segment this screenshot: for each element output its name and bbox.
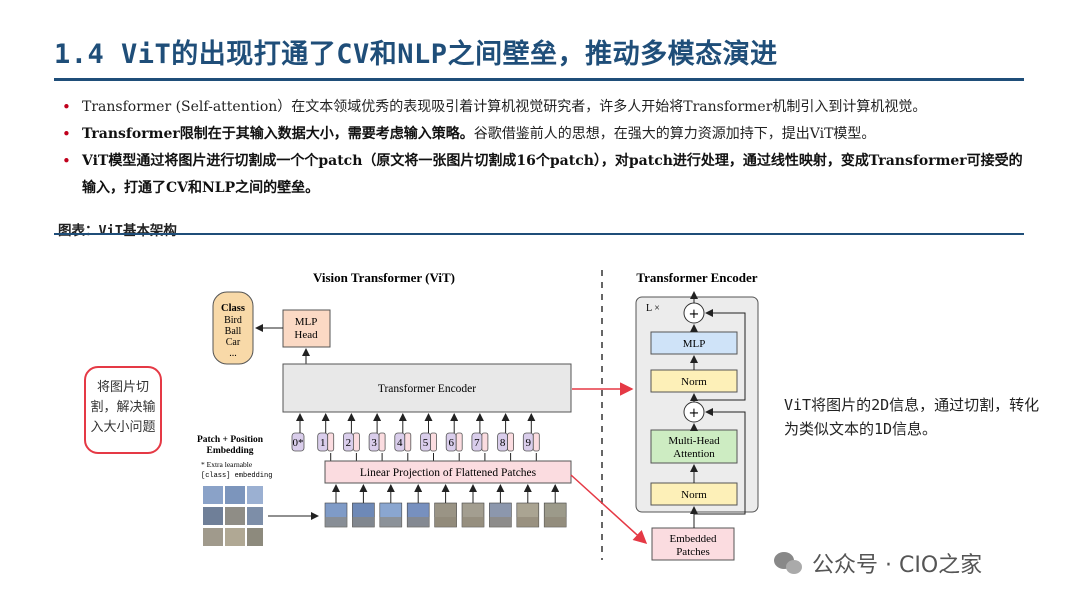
token-label: 7: [474, 437, 480, 449]
bullet-bold-text: Transformer限制在于其输入数据大小，需要考虑输入策略。: [82, 126, 474, 142]
encoder-title: Transformer Encoder: [636, 270, 757, 285]
position-token: [291, 432, 305, 452]
patch-embedding-label: Embedding: [207, 446, 254, 456]
patch-embedding-token: [532, 432, 540, 452]
bullet-dot-icon: •: [62, 98, 71, 116]
transformer-encoder-box: [282, 363, 572, 413]
note-box: 将图片切割，解决输入大小问题: [84, 366, 162, 454]
encoder-attention-label: Multi-Head: [668, 435, 720, 447]
token-label: 9: [526, 437, 532, 449]
bullet-item: • Transformer限制在于其输入数据大小，需要考虑输入策略。谷歌借鉴前人…: [58, 121, 1028, 148]
mlp-head-label: Head: [294, 329, 318, 341]
plus-label: +: [689, 307, 700, 322]
image-patch-ground: [434, 517, 457, 527]
patch-embedding-token: [430, 432, 437, 452]
token-label: 1: [320, 437, 326, 449]
token-label: 2: [346, 437, 352, 449]
vit-title: Vision Transformer (ViT): [313, 270, 455, 285]
image-patch-ground: [352, 517, 375, 527]
encoder-norm-label: Norm: [681, 489, 707, 501]
image-grid: [203, 486, 263, 546]
bullet-list: • Transformer (Self-attention）在文本领域优秀的表现…: [58, 94, 1028, 202]
patch-embedding-token: [404, 432, 412, 452]
image-patch-ground: [544, 517, 567, 527]
patch-embedding-token: [481, 432, 489, 452]
image-patch-ground: [379, 517, 402, 527]
patch-embedding-token: [352, 432, 360, 452]
extra-learnable-note: * Extra learnable: [201, 460, 253, 469]
embedded-patches-label: Embedded: [669, 533, 717, 545]
residual-line: [694, 309, 746, 401]
image-patch-ground: [489, 517, 512, 527]
embedded-patches-label: Patches: [676, 546, 710, 558]
token-label: 5: [423, 437, 429, 449]
plus-label: +: [689, 406, 700, 421]
class-label: Class: [221, 303, 245, 314]
layer-multiplier: L ×: [646, 303, 660, 314]
watermark: 公众号 · CIO之家: [774, 547, 982, 579]
bullet-bold-text: ViT模型通过将图片进行切割成一个个patch（原文将一张图片切割成16个pat…: [82, 153, 1023, 196]
bullet-item: • Transformer (Self-attention）在文本领域优秀的表现…: [58, 94, 1028, 121]
bullet-text: 谷歌借鉴前人的思想，在强大的算力资源加持下，提出ViT模型。: [473, 126, 876, 142]
patch-embedding-token: [327, 432, 335, 452]
figure-caption: 图表：ViT基本架构: [58, 223, 177, 239]
caption-divider: [54, 233, 1024, 235]
patch-embedding-token: [507, 432, 515, 452]
image-patch-ground: [516, 517, 539, 527]
class-item: ...: [229, 348, 237, 359]
bullet-dot-icon: •: [62, 152, 71, 170]
transformer-encoder-label: Transformer Encoder: [378, 383, 476, 395]
class-item: Car: [226, 337, 241, 348]
encoder-mlp-label: MLP: [683, 338, 706, 350]
bullet-text: Transformer (Self-attention）在文本领域优秀的表现吸引…: [82, 99, 927, 115]
patch-embedding-token: [455, 432, 463, 452]
mlp-head-label: MLP: [295, 316, 318, 328]
patch-row: [324, 484, 567, 528]
wechat-icon: [774, 551, 804, 575]
linear-projection-box: [324, 460, 572, 484]
encoder-norm-label: Norm: [681, 376, 707, 388]
bullet-dot-icon: •: [62, 125, 71, 143]
patch-embedding-token: [378, 432, 386, 452]
side-annotation: ViT将图片的2D信息，通过切割，转化为类似文本的1D信息。: [784, 396, 1040, 438]
title-divider: [54, 78, 1024, 81]
linear-projection-label: Linear Projection of Flattened Patches: [360, 467, 537, 479]
embedded-patches-box: [651, 527, 735, 561]
patch-embedding-label: Patch + Position: [197, 435, 264, 445]
page-title: 1.4 ViT的出现打通了CV和NLP之间壁垒，推动多模态演进: [54, 39, 778, 70]
image-patch-ground: [407, 517, 430, 527]
watermark-text: 公众号 · CIO之家: [812, 553, 983, 578]
bullet-item: • ViT模型通过将图片进行切割成一个个patch（原文将一张图片切割成16个p…: [58, 148, 1028, 202]
token-label: 6: [448, 437, 454, 449]
image-patch-ground: [462, 517, 484, 527]
token-label: 8: [500, 437, 506, 449]
token-label: 4: [397, 437, 403, 449]
token-label: 3: [371, 437, 377, 449]
red-arrow: [570, 474, 648, 545]
image-patch-ground: [325, 517, 347, 527]
token-label: 0*: [293, 437, 304, 449]
token-row: 0* 1 2 3 4 5 6 7 8 9: [291, 413, 540, 461]
residual-line: [694, 408, 746, 515]
class-box: [212, 291, 254, 365]
class-item: Bird: [224, 315, 242, 326]
encoder-attention-box: [650, 429, 738, 464]
class-item: Ball: [225, 326, 242, 337]
extra-learnable-note: [class] embedding: [201, 472, 272, 480]
encoder-attention-label: Attention: [673, 448, 715, 460]
